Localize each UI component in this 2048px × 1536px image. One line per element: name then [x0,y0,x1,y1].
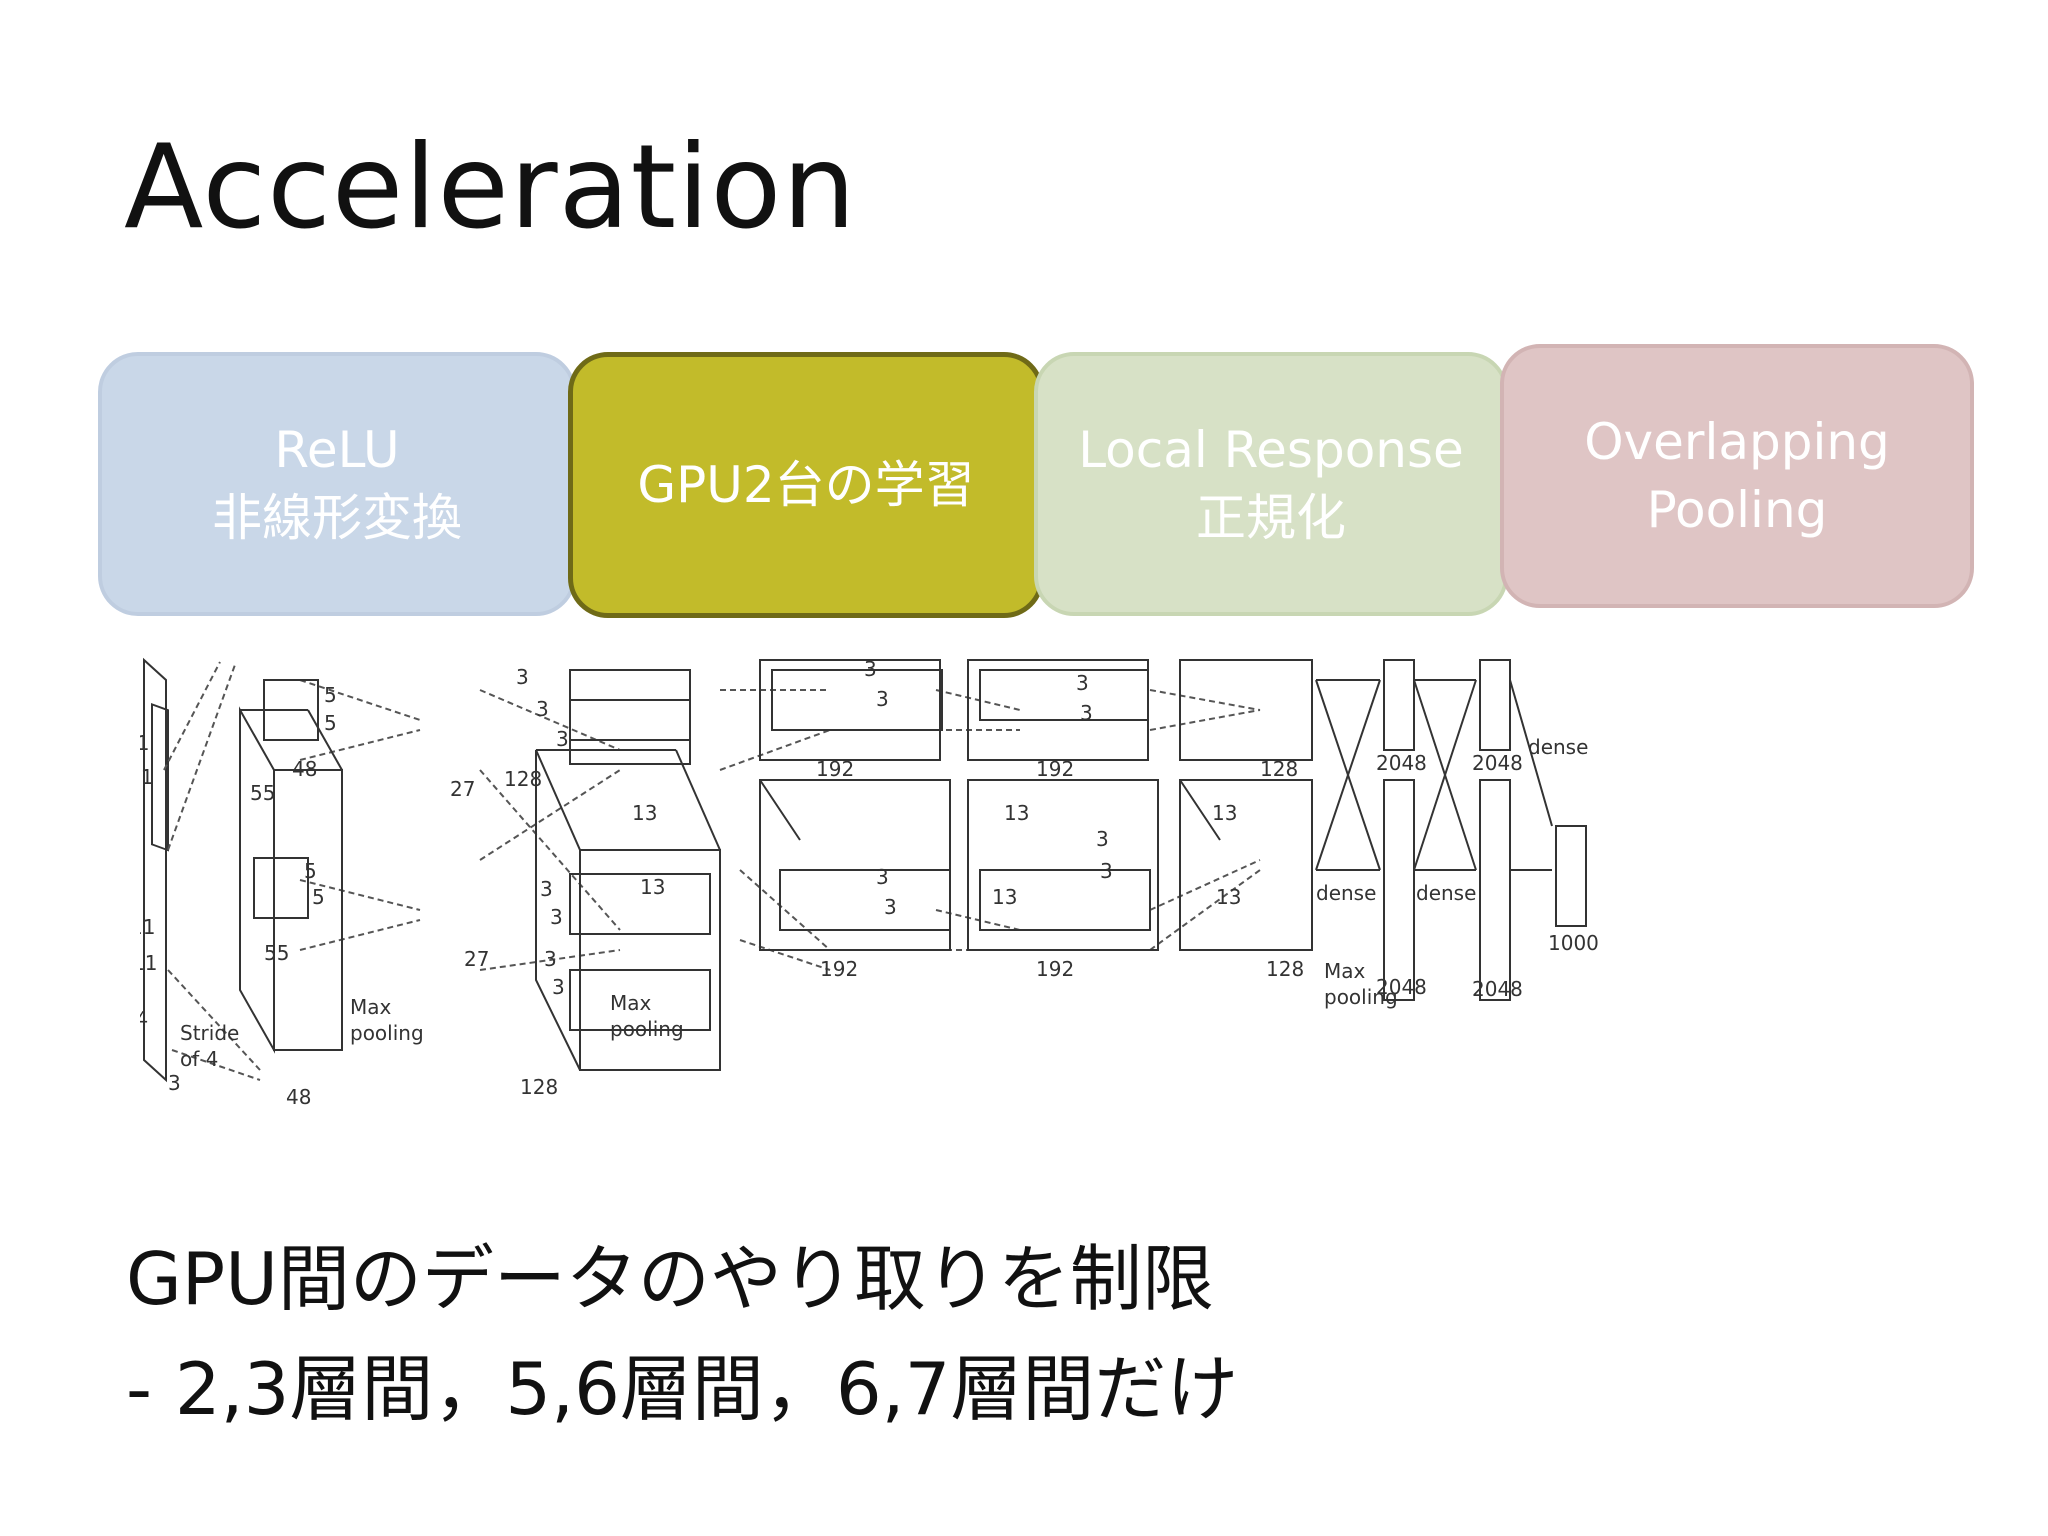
label-5a: 5 [324,683,337,707]
label-dense1: dense [1528,735,1588,759]
label-192a: 192 [816,757,854,781]
label-3c: 3 [556,727,569,751]
label-of4: of 4 [180,1047,218,1071]
conv5-block [1179,659,1313,951]
label-13f: 13 [1216,885,1241,909]
relu-subtitle: 非線形変換 [212,489,462,547]
label-13b: 13 [640,875,665,899]
alexnet-diagram: 11 11 224 224 11 11 Stride of 4 3 5 5 48… [140,657,1599,1109]
label-11a: 11 [140,731,149,755]
input-layer [143,657,169,1083]
label-3i: 3 [876,687,889,711]
label-192c: 192 [1036,757,1074,781]
label-3b: 3 [536,697,549,721]
label-128a: 128 [504,767,542,791]
lrn-subtitle: 正規化 [1196,489,1346,547]
label-3h: 3 [864,657,877,681]
conv2-block [535,669,721,1071]
label-pooling2: pooling [610,1017,684,1041]
label-3m: 3 [1080,701,1093,725]
label-max2: Max [610,991,652,1015]
pooling-subtitle: Pooling [1646,481,1828,539]
label-3e: 3 [550,905,563,929]
label-27b: 27 [464,947,489,971]
footer-line-2: - 2,3層間，5,6層間，6,7層間だけ [126,1347,1239,1431]
label-dense2: dense [1316,881,1376,905]
label-pooling1: pooling [350,1021,424,1045]
label-3j: 3 [876,865,889,889]
label-11d: 11 [140,951,157,975]
label-48b: 48 [286,1085,311,1109]
gpu-title: GPU2台の学習 [637,456,975,514]
label-pooling3: pooling [1324,985,1398,1009]
slide-title: Acceleration [124,120,857,255]
label-27a: 27 [450,777,475,801]
pooling-box: Overlapping Pooling [1500,344,1974,608]
label-2048b: 2048 [1472,751,1523,775]
label-11c: 11 [140,915,155,939]
label-2048d: 2048 [1472,977,1523,1001]
label-13d: 13 [992,885,1017,909]
footer-line-1: GPU間のデータのやり取りを制限 [126,1237,1214,1321]
pooling-title: Overlapping [1584,413,1890,471]
diagram-labels: 11 11 224 224 11 11 Stride of 4 3 5 5 48… [140,657,1599,1109]
label-2048c: 2048 [1376,975,1427,999]
label-5c: 5 [304,859,317,883]
label-48a: 48 [292,757,317,781]
gpu-box: GPU2台の学習 [568,352,1044,618]
label-5d: 5 [312,885,325,909]
label-stride: Stride [180,1021,239,1045]
conv4-block [967,659,1159,951]
label-2048a: 2048 [1376,751,1427,775]
label-1000: 1000 [1548,931,1599,955]
conv3-block [759,659,951,951]
label-55a: 55 [250,781,275,805]
label-3n: 3 [1096,827,1109,851]
label-dense3: dense [1416,881,1476,905]
dense-layers [1315,659,1587,1001]
label-224b: 224 [140,1007,148,1031]
label-3o: 3 [1100,859,1113,883]
label-128c: 128 [1260,757,1298,781]
label-13c: 13 [1004,801,1029,825]
label-3k: 3 [884,895,897,919]
label-3g: 3 [552,975,565,999]
label-192b: 192 [820,957,858,981]
lrn-box: Local Response 正規化 [1034,352,1508,616]
label-13e: 13 [1212,801,1237,825]
label-max3: Max [1324,959,1366,983]
relu-title: ReLU [274,421,400,479]
label-11b: 11 [140,765,153,789]
label-13a: 13 [632,801,657,825]
label-55b: 55 [264,941,289,965]
label-5b: 5 [324,711,337,735]
lrn-title: Local Response [1078,421,1464,479]
label-3f: 3 [544,947,557,971]
conv1-block [239,679,343,1054]
label-192d: 192 [1036,957,1074,981]
label-128d: 128 [1266,957,1304,981]
label-3: 3 [168,1071,181,1095]
label-max1: Max [350,995,392,1019]
label-3d: 3 [540,877,553,901]
label-128b: 128 [520,1075,558,1099]
projection-lines [163,661,1261,1081]
label-3l: 3 [1076,671,1089,695]
label-3a: 3 [516,665,529,689]
relu-box: ReLU 非線形変換 [98,352,576,616]
